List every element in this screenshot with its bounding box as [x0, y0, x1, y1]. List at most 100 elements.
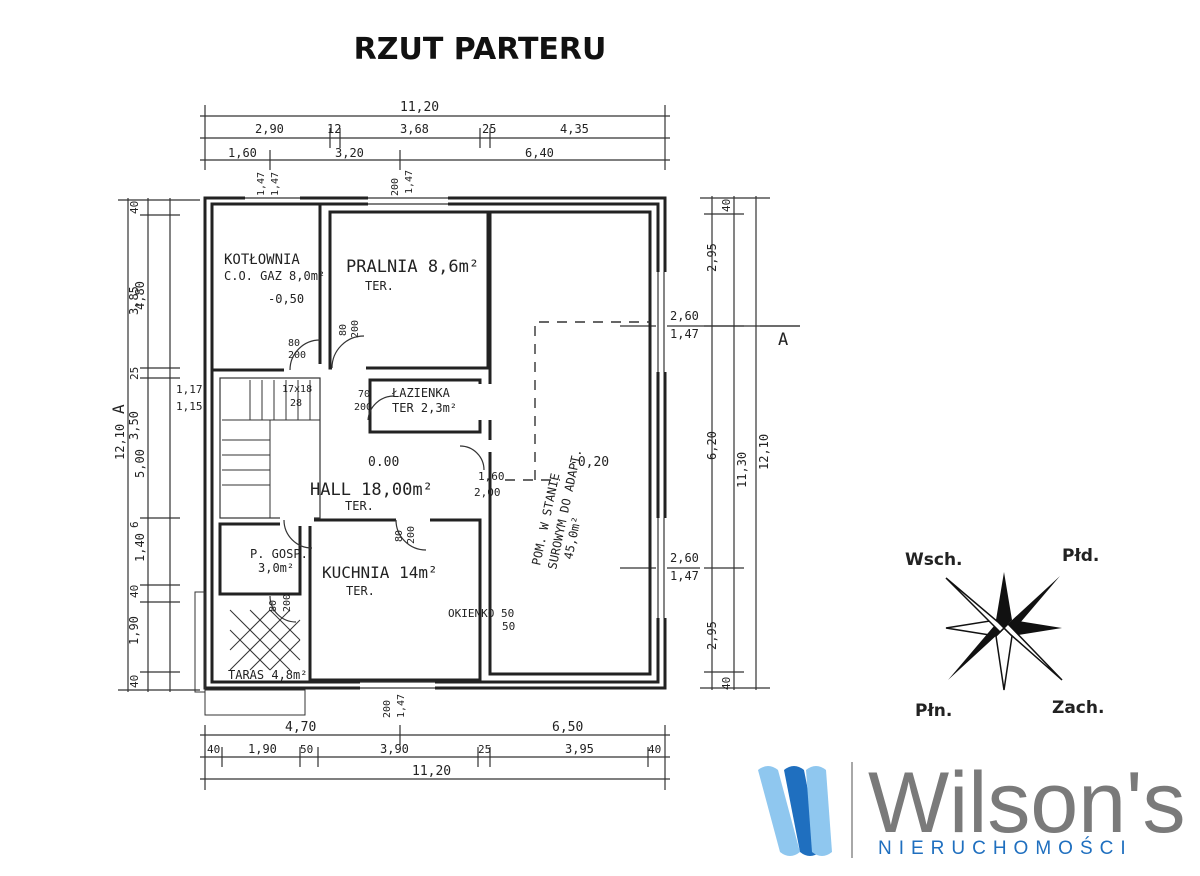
left-inner-dim-3: 25 — [128, 367, 141, 380]
left-mark-a: 1,17 — [176, 383, 203, 396]
top-dim-e: 4,35 — [560, 122, 589, 136]
room-label-taras: TARAS 4,8m² — [228, 668, 307, 682]
top-dim-g: 3,20 — [335, 146, 364, 160]
left-dimensions: 12,10 4,80 5,00 1,40 40 3,85 25 3,50 6 4… — [109, 198, 203, 692]
right-inner-dim-5: 40 — [720, 677, 733, 690]
left-mark-b: 1,15 — [176, 400, 203, 413]
logo-subtitle: NIERUCHOMOŚCI — [878, 837, 1133, 859]
right-inner-dim-4: 2,95 — [705, 621, 719, 650]
hall-door-h: 2,00 — [474, 486, 501, 499]
room-label-lazienka-sub: TER 2,3m² — [392, 401, 457, 415]
left-section-mark: A — [109, 404, 128, 414]
left-inner-dim-2: 3,85 — [127, 286, 141, 315]
adaptation-area-outline — [505, 321, 650, 481]
left-inner-dim-7: 1,90 — [127, 616, 141, 645]
laz-door-h: 200 — [354, 402, 372, 413]
bottom-dim-i: 40 — [648, 743, 661, 756]
right-inner-dim-1: 40 — [720, 199, 733, 212]
logo-wordmark: Wilson's — [868, 755, 1185, 851]
bottom-dim-h: 3,95 — [565, 742, 594, 756]
top-dim-a: 2,90 — [255, 122, 284, 136]
bottom-dim-e: 50 — [300, 743, 313, 756]
bottom-dimensions: 4,70 6,50 40 1,90 50 3,90 25 3,95 40 11,… — [200, 720, 670, 790]
level-kotlownia: -0,50 — [268, 292, 304, 306]
stair-step-count: 28 — [290, 398, 302, 409]
kuchnia-door-h: 200 — [406, 526, 417, 544]
room-label-kotlownia-sub: C.O. GAZ 8,0m² — [224, 269, 325, 283]
top-dim-c: 3,68 — [400, 122, 429, 136]
left-inner-dim-4: 3,50 — [127, 411, 141, 440]
right-section-mark: A — [778, 330, 788, 350]
pralnia-door-h: 200 — [350, 320, 361, 338]
pg-door-w: 80 — [268, 600, 279, 612]
kuchnia-door-w: 80 — [394, 530, 405, 542]
room-label-pgosp: P. GOSP. — [250, 547, 308, 561]
terrace-hatch — [194, 591, 306, 716]
laz-door-w: 70 — [358, 389, 370, 400]
pralnia-window-h: 1,47 — [404, 170, 415, 194]
right-inner-dim-2: 2,95 — [705, 243, 719, 272]
bottom-dim-b: 6,50 — [552, 720, 583, 735]
right-dimensions: 12,10 11,30 40 2,95 6,20 2,95 40 2,60 1,… — [620, 196, 800, 690]
left-inner-dim-8: 40 — [128, 675, 141, 688]
pralnia-window-w: 200 — [390, 178, 401, 196]
left-mid-dim-a: 4,80 — [133, 281, 147, 310]
left-inner-dim-5: 6 — [128, 521, 141, 528]
room-label-kuchnia: KUCHNIA 14m² — [322, 563, 438, 582]
compass-rose: Wsch. Płd. Płn. Zach. — [905, 546, 1104, 721]
level-hall: 0.00 — [368, 455, 399, 470]
right-outer-dim: 12,10 — [757, 434, 771, 470]
room-label-lazienka: ŁAZIENKA — [391, 386, 451, 400]
kuchnia-window-w: 200 — [382, 700, 393, 718]
room-label-hall: HALL 18,00m² — [310, 480, 433, 500]
room-label-pralnia: PRALNIA 8,6m² — [346, 257, 479, 277]
room-label-pralnia-sub: TER. — [365, 279, 394, 293]
wilsons-logo: Wilson's NIERUCHOMOŚCI — [758, 755, 1185, 859]
left-mid-dim-b: 5,00 — [133, 449, 147, 478]
door-annotations: 200 1,47 1,47 1,47 80 200 80 200 70 200 … — [256, 170, 505, 718]
stair-step-size: 17x18 — [282, 384, 312, 395]
inner-walls — [210, 202, 652, 682]
compass-label-top-left: Wsch. — [905, 550, 963, 570]
bottom-dim-g: 25 — [478, 743, 491, 756]
right-window2-width: 2,60 — [670, 551, 699, 565]
kuchnia-window-h: 1,47 — [396, 694, 407, 718]
top-dim-f: 1,60 — [228, 146, 257, 160]
left-inner-dim-6: 40 — [128, 585, 141, 598]
top-dim-h: 6,40 — [525, 146, 554, 160]
top-overall-dim: 11,20 — [400, 100, 439, 115]
top-dim-d: 25 — [482, 122, 496, 136]
left-inner-dim-1: 40 — [128, 201, 141, 214]
kot-door-w: 80 — [288, 338, 300, 349]
room-label-kotlownia: KOTŁOWNIA — [224, 252, 300, 268]
room-label-hall-sub: TER. — [345, 499, 374, 513]
kot-window-h: 1,47 — [270, 172, 281, 196]
right-window1-height: 1,47 — [670, 327, 699, 341]
level-pom: -0,20 — [570, 455, 609, 470]
wilsons-logo-mark-icon — [758, 766, 832, 856]
staircase: 17x18 28 — [222, 380, 320, 518]
bottom-dim-a: 4,70 — [285, 720, 316, 735]
compass-star-icon — [945, 572, 1063, 691]
plan-title: RZUT PARTERU — [353, 32, 607, 67]
hall-door-w: 1,60 — [478, 470, 505, 483]
right-mid-dim: 11,30 — [735, 452, 749, 488]
right-window2-height: 1,47 — [670, 569, 699, 583]
right-inner-dim-3: 6,20 — [705, 431, 719, 460]
bottom-dim-d: 1,90 — [248, 742, 277, 756]
pg-door-h: 200 — [282, 594, 293, 612]
kot-door-h: 200 — [288, 350, 306, 361]
top-dimensions: 11,20 2,90 12 3,68 25 4,35 1,60 3,20 6,4… — [200, 100, 670, 170]
pralnia-door-w: 80 — [338, 324, 349, 336]
left-mid-dim-c: 1,40 — [133, 533, 147, 562]
bottom-dim-c: 40 — [207, 743, 220, 756]
bottom-dim-f: 3,90 — [380, 742, 409, 756]
top-dim-b: 12 — [327, 122, 341, 136]
compass-label-bottom-right: Zach. — [1052, 698, 1104, 718]
room-label-kuchnia-sub: TER. — [346, 584, 375, 598]
left-outer-dim: 12,10 — [113, 424, 127, 460]
kot-window-w: 1,47 — [256, 172, 267, 196]
outer-walls — [203, 196, 667, 690]
bottom-overall-dim: 11,20 — [412, 764, 451, 779]
